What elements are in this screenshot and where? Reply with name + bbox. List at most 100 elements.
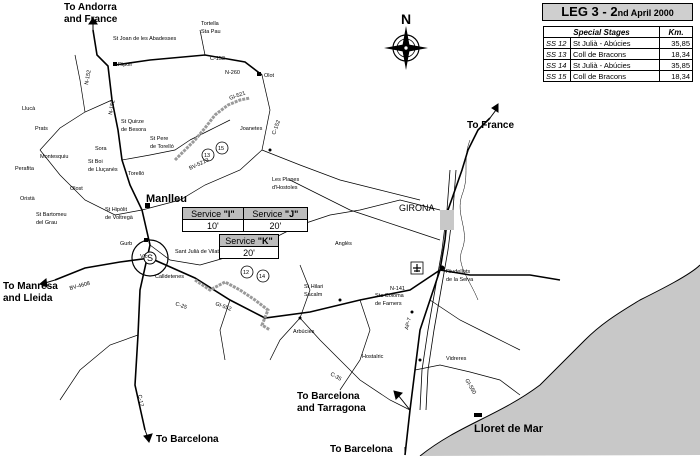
place-sta-pau-1: Tortella: [201, 21, 220, 27]
road-c35: C-35: [329, 372, 342, 383]
stage-coll-de-bracons: [173, 96, 251, 162]
service-k-head-row: Service "K": [219, 234, 279, 247]
service-k-time: 20': [219, 246, 279, 259]
service-i-head: Service "I": [182, 207, 244, 220]
place-lluca: Llucà: [22, 106, 36, 112]
place-les-planes-2: d'Hostoles: [272, 185, 298, 191]
stage-code: SS 13: [543, 48, 571, 60]
road-bv5213: BV-5213: [188, 157, 210, 171]
road-gi550: GI-550: [463, 378, 477, 396]
road-n260: N-260: [225, 70, 240, 76]
town-dots: [113, 62, 482, 417]
place-st-hipolit-2: de Voltregà: [105, 215, 134, 221]
table-header-row: Special Stages Km.: [543, 26, 693, 38]
place-st-hilari-2: Sacalm: [304, 292, 323, 298]
place-olot: Olot: [264, 73, 275, 79]
place-les-planes-1: Les Planes: [272, 177, 299, 183]
place-montesquiu: Montesquiu: [40, 154, 68, 160]
stage-st-julia-arbucies: [194, 278, 271, 332]
stage-marker-14: 14: [259, 274, 265, 280]
road-ap7: AP-7: [404, 317, 413, 330]
place-st-hilari-1: St Hilari: [304, 284, 323, 290]
airport-icon: [410, 261, 424, 275]
stage-marker-15: 15: [218, 146, 224, 152]
leg-date-suffix: nd April 2000: [617, 8, 674, 18]
place-manlleu: Manlleu: [146, 193, 187, 205]
dest-manresa-2: and Lleida: [3, 293, 53, 304]
header-special-stages: Special Stages: [543, 26, 660, 38]
place-sta-pau-2: Sta Pau: [201, 29, 221, 35]
service-zone-label: S: [147, 253, 153, 263]
place-perafita: Perafita: [15, 166, 35, 172]
place-st-quirze-2: de Besora: [121, 127, 147, 133]
service-zone: S: [131, 239, 169, 277]
table-row: SS 14 St Julià - Abúcies 35,85: [543, 59, 693, 71]
place-st-joan: St Joan de les Abadesses: [113, 36, 177, 42]
service-k-time-row: 20': [219, 246, 279, 259]
dest-manresa-1: To Manresa: [3, 281, 58, 292]
place-st-boi-1: St Boi: [88, 159, 103, 165]
place-orista: Oristà: [20, 196, 36, 202]
service-k-table: Service "K" 20': [219, 234, 279, 259]
service-ij-table: Service "I" Service "J" 10' 20': [182, 207, 309, 232]
stage-name: Coll de Bracons: [570, 70, 660, 82]
road-bv4608: BV-4608: [69, 281, 91, 292]
stage-marker-12: 12: [243, 270, 249, 276]
service-j-head: Service "J": [242, 207, 309, 220]
stage-code: SS 12: [543, 37, 571, 49]
place-sta-coloma-1: Sta Coloma: [375, 293, 405, 299]
dest-barcelona-s: To Barcelona: [330, 444, 393, 455]
table-row: SS 13 Coll de Bracons 18,34: [543, 48, 693, 60]
place-angles: Anglès: [335, 241, 352, 247]
dest-andorra-1: To Andorra: [64, 2, 117, 13]
service-i-time: 10': [182, 219, 244, 232]
stage-name: Coll de Bracons: [570, 48, 660, 60]
stage-code: SS 14: [543, 59, 571, 71]
place-hostalric: Hostalric: [362, 354, 384, 360]
dest-andorra-2: and France: [64, 14, 118, 25]
stage-km: 18,34: [659, 48, 693, 60]
service-ij-head-row: Service "I" Service "J": [182, 207, 309, 220]
stage-markers: 13 15 12 14: [201, 141, 270, 283]
dest-barcelona-tarr-1: To Barcelona: [297, 391, 360, 402]
secondary-roads: [39, 29, 521, 411]
special-stages-table: Special Stages Km. SS 12 St Julià - Abúc…: [543, 26, 693, 82]
service-k-head: Service "K": [219, 234, 279, 247]
place-st-pere-1: St Pere: [150, 136, 168, 142]
dest-barcelona-sw: To Barcelona: [156, 434, 219, 445]
stage-routes: [173, 96, 271, 332]
place-riudellots-2: de la Selva: [446, 277, 474, 283]
table-row: SS 12 St Julià - Abúcies 35,85: [543, 37, 693, 49]
leg-header: LEG 3 - 2nd April 2000: [542, 3, 693, 21]
road-n152-a: N-152: [84, 70, 93, 86]
road-c153: C-153: [210, 56, 225, 62]
place-torello: Torelló: [128, 171, 144, 177]
dest-barcelona-tarr-2: and Tarragona: [297, 403, 366, 414]
stage-km: 35,85: [659, 59, 693, 71]
place-prats: Prats: [35, 126, 48, 132]
place-vidreres: Vidreres: [446, 356, 467, 362]
place-sta-eug: Sant Julià de Vilatorta: [175, 249, 229, 255]
service-j-time: 20': [242, 219, 309, 232]
place-st-bartomeu-2: del Grau: [36, 220, 57, 226]
place-st-hipolit-1: St Hipòlit: [105, 207, 127, 213]
road-c17: C-17: [136, 394, 144, 407]
place-arbucies: Arbúcies: [293, 329, 315, 335]
road-n152-b: N-152: [108, 100, 117, 116]
dest-france: To France: [467, 120, 514, 131]
place-st-quirze-1: St Quirze: [121, 119, 144, 125]
destination-arrows: [39, 17, 499, 455]
place-gurb: Gurb: [120, 241, 132, 247]
stage-name: St Julià - Abúcies: [570, 37, 660, 49]
compass-north-label: N: [401, 11, 411, 27]
place-riudellots-1: Riudellots: [446, 269, 470, 275]
stage-name: St Julià - Abúcies: [570, 59, 660, 71]
stage-km: 18,34: [659, 70, 693, 82]
rivers: [459, 139, 479, 301]
leg-title: LEG 3 - 2: [561, 4, 618, 19]
header-km: Km.: [659, 26, 693, 38]
compass-icon: [384, 26, 428, 70]
place-lloret: Lloret de Mar: [474, 423, 544, 435]
road-gi552: GI-552: [214, 301, 232, 312]
